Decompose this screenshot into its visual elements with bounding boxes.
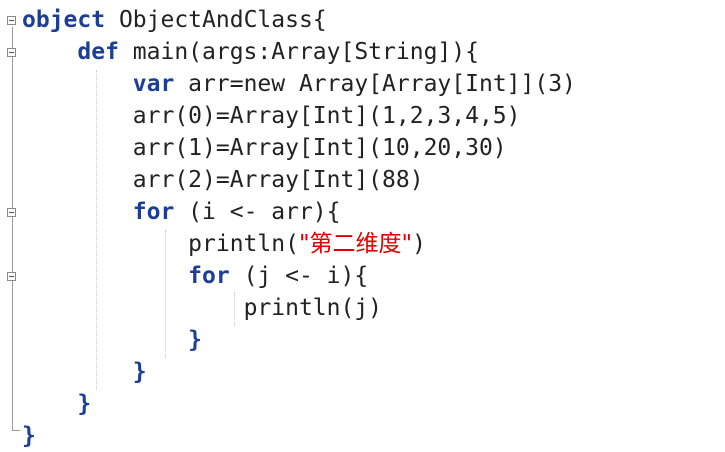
code-indent [22,359,133,385]
code-token: (i <- arr){ [174,199,341,225]
indent-guide [165,230,166,358]
code-token: ObjectAndClass{ [105,7,327,33]
code-token: arr(0)=Array[Int](1,2,3,4,5) [132,103,521,129]
code-indent [22,295,244,321]
keyword-token: for [132,199,175,225]
code-line[interactable]: object ObjectAndClass{ [22,4,576,36]
code-indent [22,135,133,161]
fold-toggle-icon-for-inner[interactable] [7,272,16,281]
code-token: println( [188,231,299,257]
keyword-token: } [188,327,203,353]
fold-end-marker [12,430,20,431]
code-indent [22,103,133,129]
code-indent [22,231,188,257]
code-line[interactable]: var arr=new Array[Array[Int]](3) [22,68,576,100]
code-indent [22,327,188,353]
code-line[interactable]: arr(1)=Array[Int](10,20,30) [22,132,576,164]
code-line[interactable]: def main(args:Array[String]){ [22,36,576,68]
code-indent [22,167,133,193]
fold-gutter-line [12,27,13,431]
keyword-token: } [77,391,92,417]
code-line[interactable]: for (j <- i){ [22,260,576,292]
fold-toggle-icon-def[interactable] [7,48,16,57]
keyword-token: for [188,263,230,289]
keyword-token: object [22,7,106,33]
code-line[interactable]: arr(0)=Array[Int](1,2,3,4,5) [22,100,576,132]
code-token: arr(2)=Array[Int](88) [132,167,424,193]
code-line[interactable]: arr(2)=Array[Int](88) [22,164,576,196]
code-indent [22,263,188,289]
code-line[interactable]: } [22,388,576,420]
code-line[interactable]: } [22,356,576,388]
string-token: "第二维度" [298,231,413,257]
keyword-token: var [132,71,175,97]
code-line[interactable]: } [22,420,576,452]
keyword-token: } [132,359,147,385]
code-indent [22,39,77,65]
code-line[interactable]: println(j) [22,292,576,324]
keyword-token: } [22,423,36,449]
code-indent [22,71,133,97]
code-line[interactable]: } [22,324,576,356]
code-token: main(args:Array[String]){ [118,39,479,65]
code-token: arr=new Array[Array[Int]](3) [174,71,576,97]
code-text[interactable]: object ObjectAndClass{ def main(args:Arr… [22,4,576,452]
code-token: ) [412,231,426,257]
code-line[interactable]: println("第二维度") [22,228,576,260]
fold-gutter [0,0,22,452]
fold-toggle-icon-for-outer[interactable] [7,208,16,217]
keyword-token: def [77,39,119,65]
indent-guide [96,70,97,390]
code-indent [22,391,77,417]
code-token: (j <- i){ [229,263,369,289]
code-line[interactable]: for (i <- arr){ [22,196,576,228]
indent-guide [234,292,235,326]
code-token: arr(1)=Array[Int](10,20,30) [132,135,507,161]
code-indent [22,199,133,225]
code-token: println(j) [243,295,383,321]
fold-toggle-icon-object[interactable] [7,16,16,25]
